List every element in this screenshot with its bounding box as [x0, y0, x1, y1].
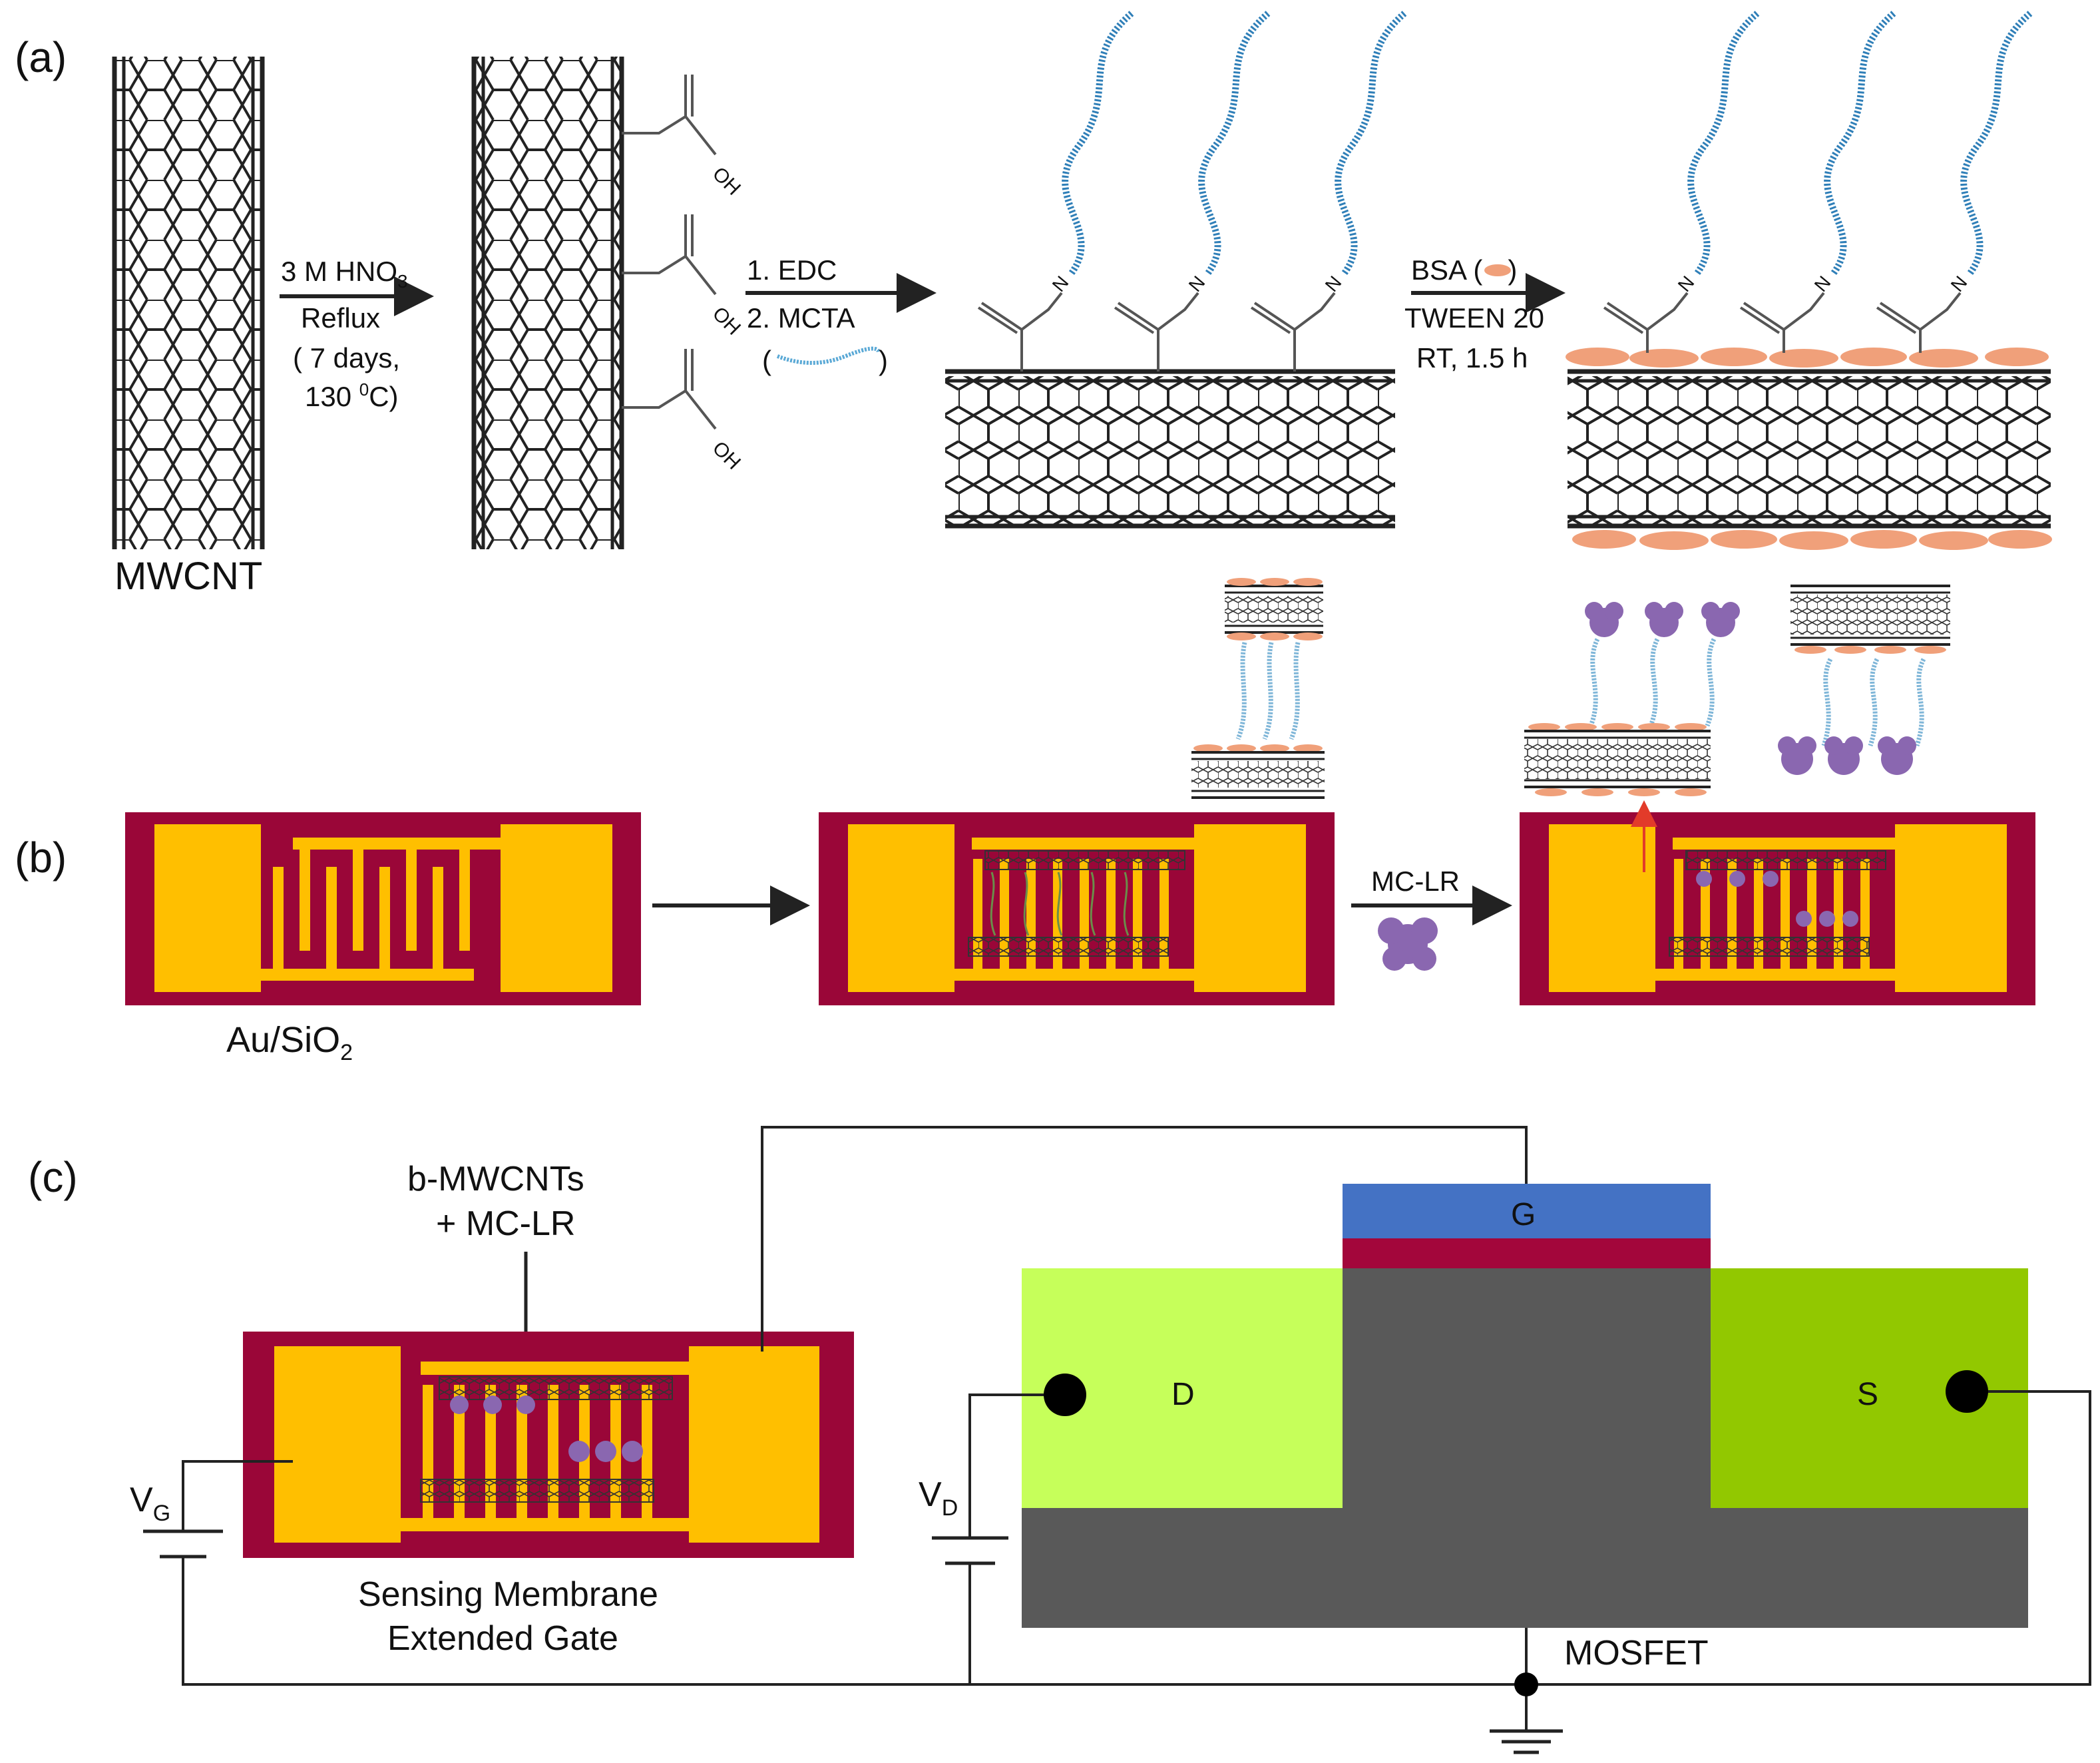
step2-bracket-open: (	[762, 345, 771, 376]
amide-n-6: N	[1947, 272, 1972, 296]
mclr-label: + MC-LR	[436, 1204, 575, 1243]
amide-linker-4	[1603, 292, 1689, 353]
panel-b-label: (b)	[15, 834, 67, 882]
carboxyl-oh-3: OH	[708, 437, 745, 474]
vg-battery-symbol	[143, 1529, 223, 1559]
mosfet-label: MOSFET	[1564, 1634, 1709, 1672]
bmwcnt-label: b-MWCNTs	[407, 1160, 584, 1198]
carboxyl-group-1	[622, 75, 717, 156]
amide-linker-2	[1114, 292, 1199, 372]
ide-with-mclr	[1520, 812, 2035, 1005]
step3-conditions: RT, 1.5 h	[1416, 342, 1528, 374]
amide-n-1: N	[1048, 272, 1073, 296]
bsa-symbol	[1484, 264, 1511, 276]
step1-duration: ( 7 days,	[293, 342, 400, 374]
step1-reflux: Reflux	[301, 302, 380, 334]
ground-icon	[1490, 1729, 1563, 1754]
aptamer-strand-3	[1335, 11, 1407, 275]
extended-gate-electrode	[243, 1332, 854, 1558]
amide-linker-6	[1876, 292, 1962, 353]
carboxyl-oh-1: OH	[708, 163, 745, 200]
panel-a: (a) MWCNT 3 M HNO3 Reflux ( 7 days, 130 …	[15, 11, 2052, 598]
sandwich-mclr-left	[1524, 602, 1740, 796]
amide-n-4: N	[1674, 272, 1699, 296]
gate-oxide	[1343, 1238, 1711, 1268]
source-terminal	[1946, 1370, 1988, 1413]
drain-terminal	[1044, 1374, 1086, 1416]
aptamer-strand-1	[1062, 11, 1134, 275]
gate-label: G	[1511, 1197, 1536, 1232]
carboxyl-group-2	[622, 214, 717, 296]
step2-bracket-close: )	[879, 345, 888, 376]
gate-electrode	[1343, 1184, 1711, 1238]
panel-b: (b) Au/SiO2	[15, 578, 2035, 1065]
cnt-aptamer-sandwich	[1191, 578, 1325, 799]
amide-linker-1	[977, 292, 1063, 372]
oxidized-mwcnt-tube	[471, 57, 624, 549]
extended-gate-label: Extended Gate	[387, 1619, 618, 1658]
source-label: S	[1857, 1377, 1878, 1412]
amide-n-5: N	[1810, 272, 1835, 296]
vd-label: VD	[919, 1475, 958, 1521]
aptamer-mwcnt-tube	[945, 369, 1395, 529]
drain-label: D	[1171, 1377, 1195, 1412]
mclr-toxin-symbol	[1378, 917, 1438, 971]
amide-linker-3	[1250, 292, 1336, 372]
panel-c: (c) b-MWCNTs + MC-LR	[28, 1126, 2091, 1754]
amide-linker-5	[1739, 292, 1825, 353]
aptamer-strand-5	[1824, 11, 1896, 275]
sandwich-mclr-right	[1778, 585, 1950, 775]
sensing-membrane-label: Sensing Membrane	[358, 1575, 658, 1614]
ide-functionalized	[819, 812, 1335, 1005]
bsa-layer-top	[1566, 348, 2049, 368]
step2-edc: 1. EDC	[747, 254, 837, 286]
mwcnt-label: MWCNT	[114, 555, 262, 598]
amide-n-3: N	[1321, 272, 1346, 296]
mwcnt-tube-vertical	[112, 57, 265, 549]
aptamer-symbol	[776, 346, 881, 365]
step3-bsa: BSA ()	[1411, 254, 1517, 286]
panel-a-label: (a)	[15, 33, 67, 81]
panel-c-label: (c)	[28, 1153, 78, 1201]
bsa-layer-bottom	[1572, 530, 2052, 550]
ground-junction	[1514, 1672, 1538, 1696]
mclr-step-label: MC-LR	[1371, 866, 1460, 897]
carboxyl-oh-2: OH	[708, 303, 745, 340]
aptamer-strand-6	[1960, 11, 2033, 275]
step1-temperature: 130 0C)	[305, 379, 399, 412]
circuit-wires	[182, 1126, 2091, 1731]
bsa-blocked-mwcnt-tube	[1568, 369, 2051, 529]
carboxyl-group-3	[622, 349, 717, 430]
aptamer-strand-2	[1198, 11, 1271, 275]
step2-mcta: 2. MCTA	[747, 302, 855, 334]
vg-label: VG	[130, 1481, 170, 1526]
step3-tween: TWEEN 20	[1404, 302, 1544, 334]
step1-reagent: 3 M HNO3	[281, 256, 408, 292]
aptamer-strand-4	[1687, 11, 1760, 275]
vd-battery-symbol	[932, 1536, 1008, 1565]
ide-bare	[125, 812, 641, 1005]
mosfet-device	[1022, 1184, 2028, 1628]
amide-n-2: N	[1185, 272, 1209, 296]
substrate-label: Au/SiO2	[226, 1020, 353, 1065]
